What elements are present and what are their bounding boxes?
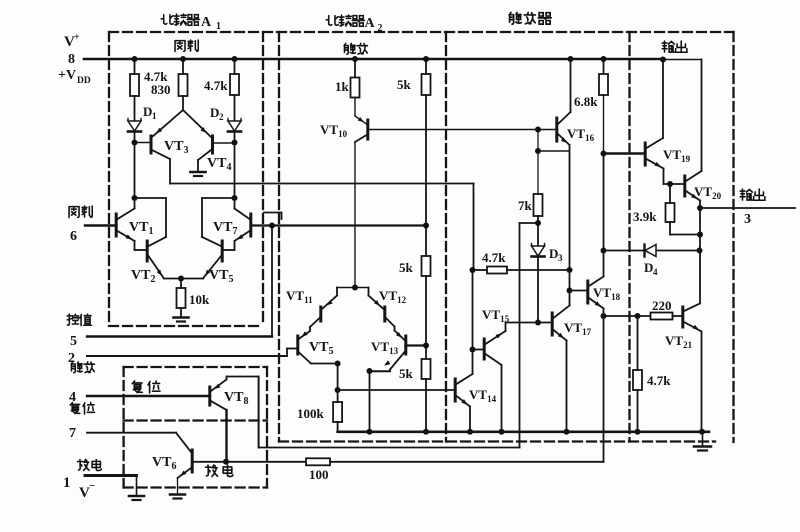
svg-text:+V: +V	[58, 68, 76, 83]
svg-text:V: V	[64, 34, 75, 50]
svg-text:8: 8	[68, 52, 75, 67]
svg-text:2: 2	[219, 112, 224, 122]
svg-text:D: D	[210, 105, 219, 120]
svg-text:220: 220	[652, 298, 672, 313]
svg-text:1: 1	[152, 111, 157, 121]
svg-text:VT4: VT4	[207, 156, 231, 173]
svg-text:−: −	[89, 480, 95, 492]
svg-text:VT3: VT3	[164, 139, 188, 156]
svg-text:VT7: VT7	[213, 220, 237, 237]
svg-text:+: +	[74, 32, 80, 43]
svg-text:D: D	[549, 246, 558, 261]
svg-text:3: 3	[558, 253, 563, 263]
svg-text:4.7k: 4.7k	[482, 250, 506, 265]
svg-text:5k: 5k	[399, 260, 414, 275]
svg-text:2: 2	[68, 351, 75, 366]
svg-text:VT2: VT2	[131, 268, 155, 285]
svg-text:3.9k: 3.9k	[633, 209, 657, 224]
svg-text:A: A	[365, 16, 376, 31]
svg-text:5k: 5k	[399, 366, 414, 381]
svg-text:1: 1	[216, 21, 221, 32]
svg-text:4: 4	[69, 390, 76, 405]
svg-text:10k: 10k	[189, 292, 210, 307]
svg-text:3: 3	[744, 212, 751, 227]
svg-text:D: D	[644, 260, 653, 275]
svg-text:7k: 7k	[518, 198, 533, 213]
svg-text:VT6: VT6	[152, 455, 176, 472]
svg-text:VT5: VT5	[309, 340, 333, 357]
svg-text:4: 4	[653, 267, 658, 277]
svg-text:D: D	[143, 104, 152, 119]
svg-text:1: 1	[63, 475, 71, 491]
svg-text:4.7k: 4.7k	[144, 69, 168, 84]
svg-text:100k: 100k	[297, 406, 325, 421]
svg-text:5k: 5k	[397, 77, 412, 92]
svg-text:4.7k: 4.7k	[204, 78, 228, 93]
svg-text:V: V	[79, 485, 90, 501]
svg-text:VT5: VT5	[209, 268, 233, 285]
svg-text:6: 6	[70, 229, 77, 244]
svg-text:6.8k: 6.8k	[574, 94, 598, 109]
svg-text:VT1: VT1	[129, 220, 153, 237]
svg-text:5: 5	[70, 334, 77, 349]
svg-text:830: 830	[151, 82, 171, 97]
svg-text:4.7k: 4.7k	[647, 373, 671, 388]
svg-text:2: 2	[378, 23, 383, 34]
svg-text:DD: DD	[77, 76, 91, 86]
svg-text:A: A	[201, 15, 212, 30]
svg-text:7: 7	[69, 426, 76, 441]
svg-text:100: 100	[309, 467, 329, 482]
svg-text:VT8: VT8	[224, 390, 248, 407]
svg-text:1k: 1k	[335, 79, 350, 94]
